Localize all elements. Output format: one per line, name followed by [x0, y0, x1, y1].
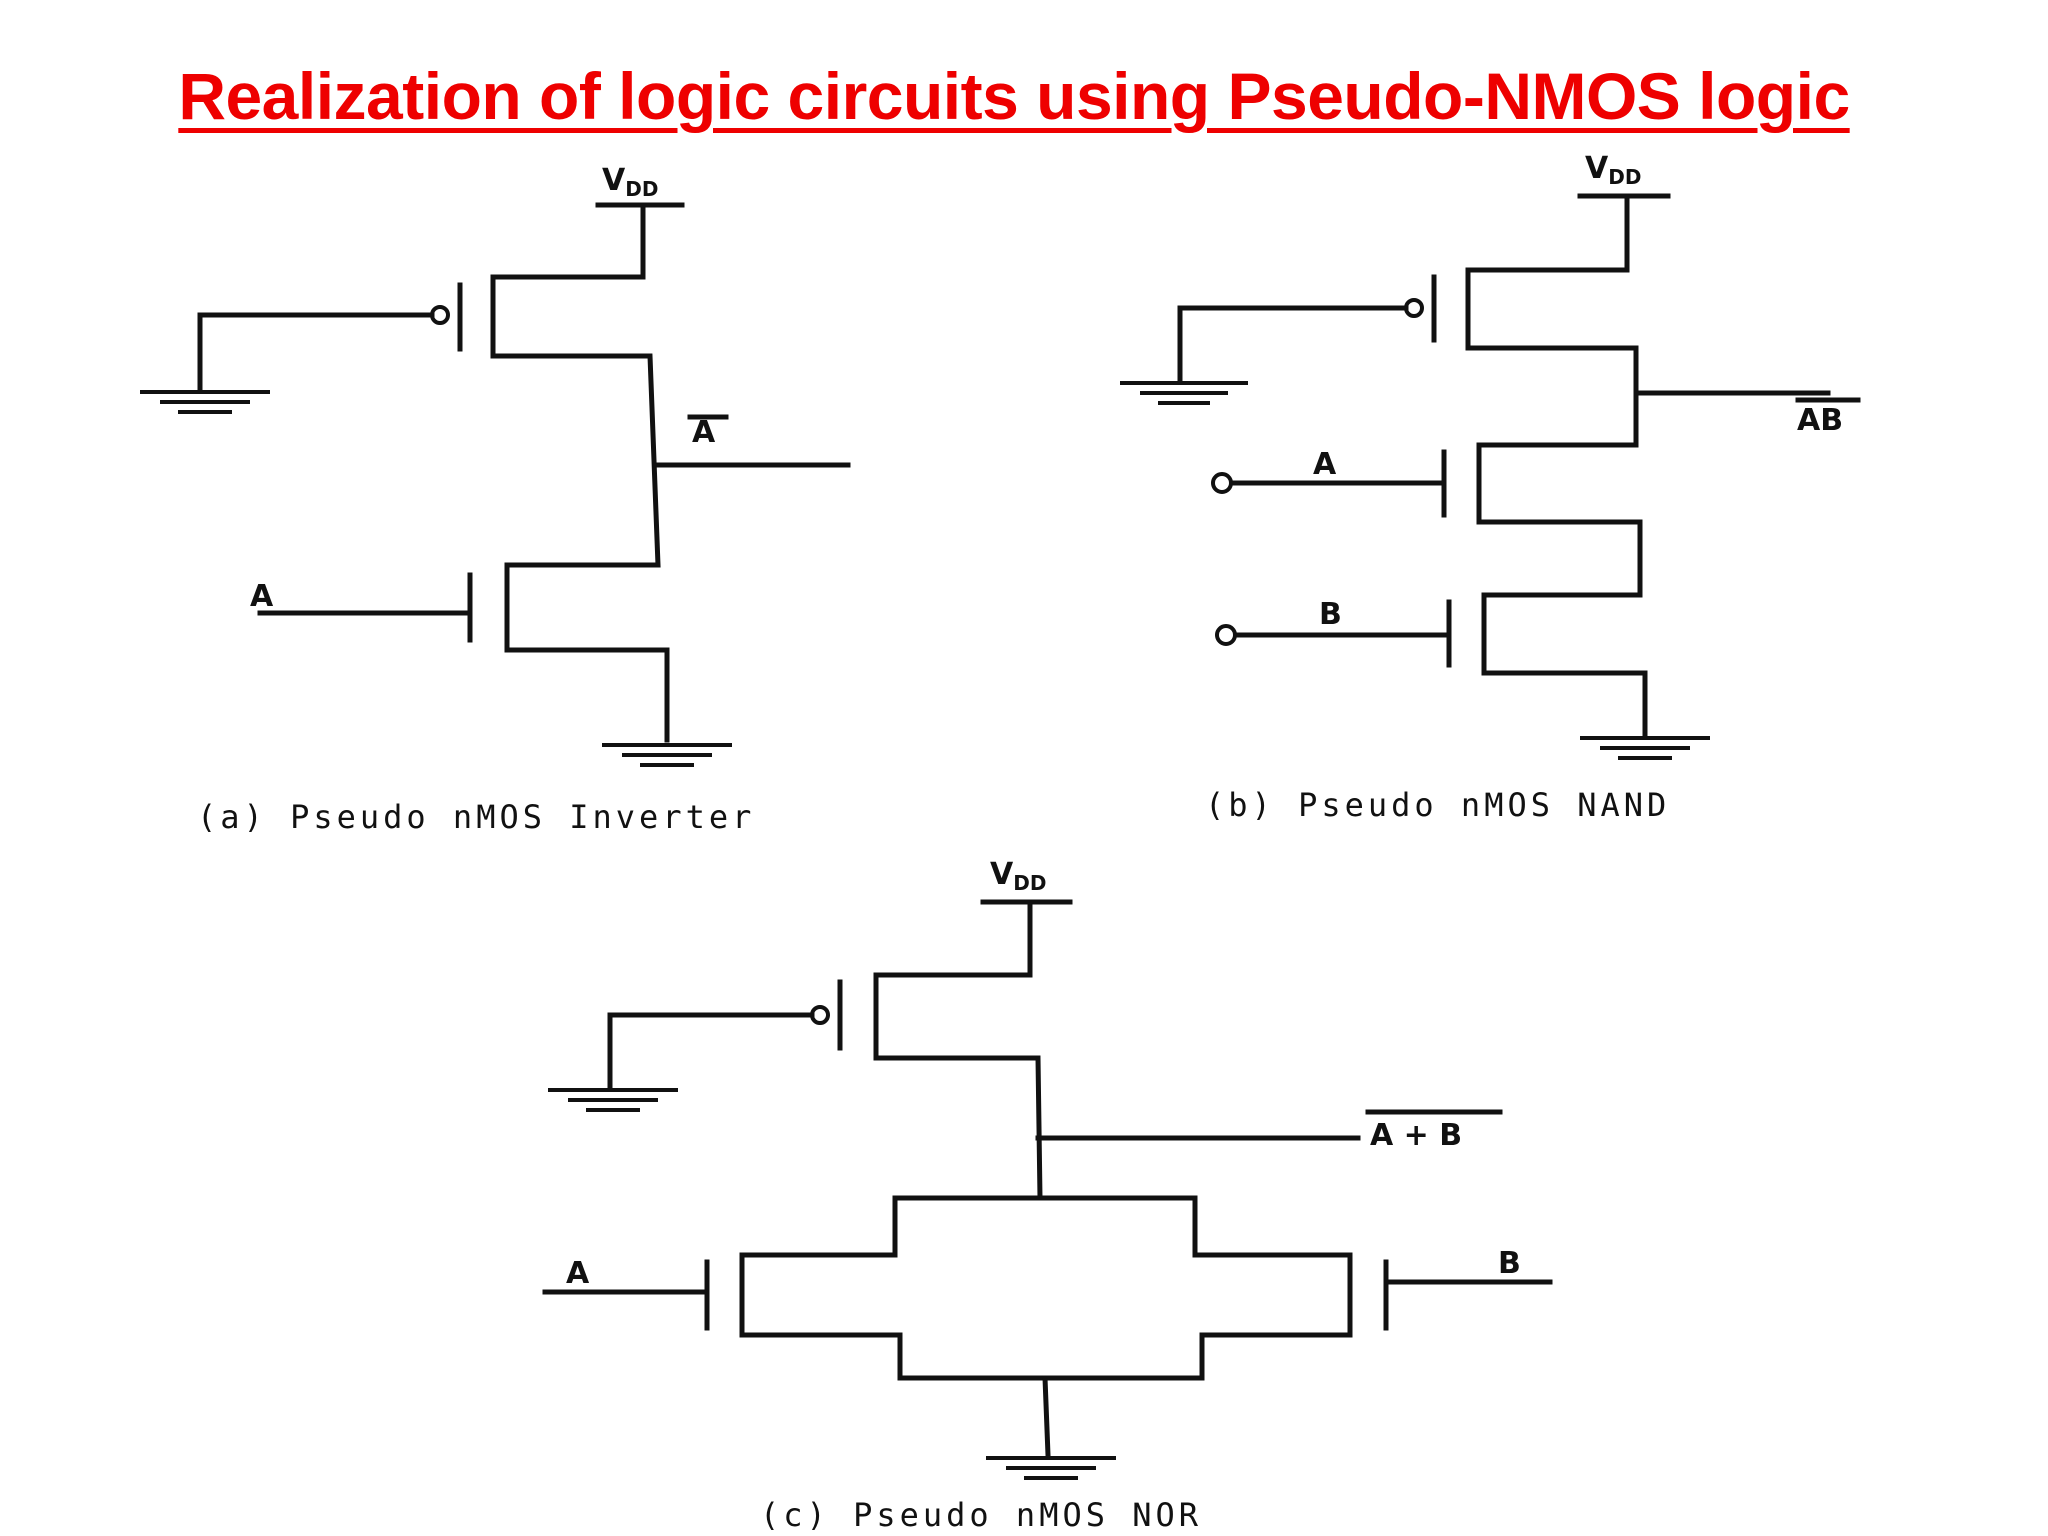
inverter-nmos-driver	[257, 572, 473, 643]
inverter-circuit: VDD A A (a) Pseudo nMOS Inver	[140, 163, 851, 836]
nor-load-ground-icon	[548, 1088, 678, 1112]
nor-ground-icon	[986, 1456, 1116, 1480]
nand-input-a-label: A	[1313, 447, 1337, 482]
nor-output-label: A + B	[1370, 1118, 1462, 1153]
nor-pmos-load	[607, 899, 1043, 1201]
nor-nmos-a	[542, 1259, 710, 1331]
nor-circuit: VDD A + B A	[542, 857, 1553, 1534]
nand-output-label: AB	[1797, 403, 1843, 438]
nand-vdd-label: VDD	[1585, 151, 1641, 189]
nand-load-ground-icon	[1120, 381, 1248, 405]
inverter-vdd-label: VDD	[602, 163, 658, 201]
inverter-pmos-load	[197, 202, 670, 743]
inverter-ground-icon	[602, 743, 732, 767]
nand-input-b-label: B	[1319, 597, 1342, 632]
nand-ground-icon	[1580, 736, 1710, 760]
inverter-output-label: A	[692, 415, 716, 450]
nand-circuit: VDD AB A B	[1120, 151, 1861, 824]
nor-nmos-network	[739, 1195, 1353, 1458]
nand-caption: (b) Pseudo nMOS NAND	[1205, 786, 1670, 824]
nor-nmos-b	[1383, 1259, 1553, 1331]
nor-input-a-label: A	[566, 1256, 590, 1291]
nor-input-b-label: B	[1498, 1246, 1521, 1281]
nor-caption: (c) Pseudo nMOS NOR	[760, 1496, 1202, 1534]
nand-pmos-load	[1177, 193, 1648, 738]
inverter-input-label: A	[250, 579, 274, 614]
slide-title: Realization of logic circuits using Pseu…	[178, 59, 1850, 133]
nand-nmos-a	[1211, 449, 1447, 518]
inverter-caption: (a) Pseudo nMOS Inverter	[197, 798, 755, 836]
inverter-load-ground-icon	[140, 390, 270, 414]
nor-vdd-label: VDD	[990, 857, 1046, 895]
nand-nmos-b	[1215, 599, 1452, 668]
